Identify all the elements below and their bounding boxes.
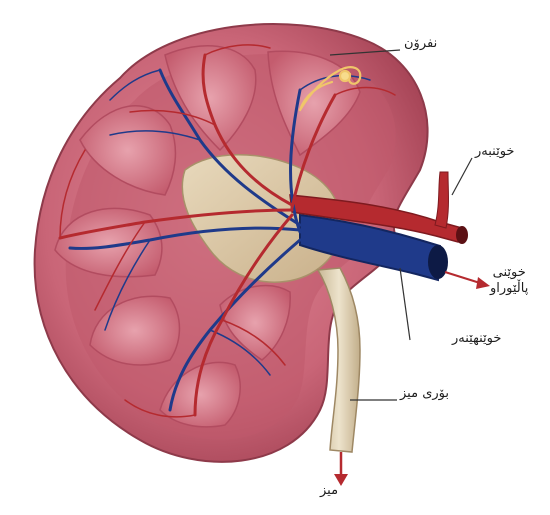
label-renal-vein-line1: خوێنی [490, 265, 528, 281]
label-renal-vein-line2: پاڵێوراو [490, 281, 528, 297]
label-urine: میز [320, 483, 338, 499]
label-vein-in: خوێنهێنەر [452, 331, 501, 347]
label-renal-vein-clean: خوێنی پاڵێوراو [490, 265, 528, 298]
label-ureter: بۆری میز [400, 386, 449, 402]
label-nephron: نفرۆن [404, 36, 437, 52]
label-renal-artery: خوێنبەر [475, 144, 514, 160]
